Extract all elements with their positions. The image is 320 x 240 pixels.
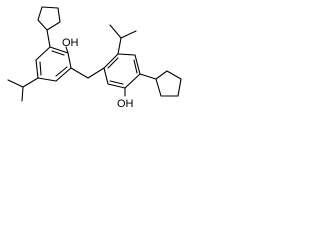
left-cyclopentyl-group [37,6,61,48]
right-isopropyl-group [109,24,137,55]
methylene-bridge [70,67,105,79]
hydroxyl-label-bottom: OH [117,98,134,110]
right-cyclopentyl-group [139,70,182,97]
left-benzene-ring [35,46,72,82]
right-hydroxyl-group: OH [117,87,134,110]
hydroxyl-label-top: OH [62,37,79,49]
right-benzene-ring [103,53,141,89]
left-isopropyl-group [7,77,39,102]
chemical-structure-diagram: OH OH [7,6,182,110]
left-hydroxyl-group: OH [62,37,79,54]
